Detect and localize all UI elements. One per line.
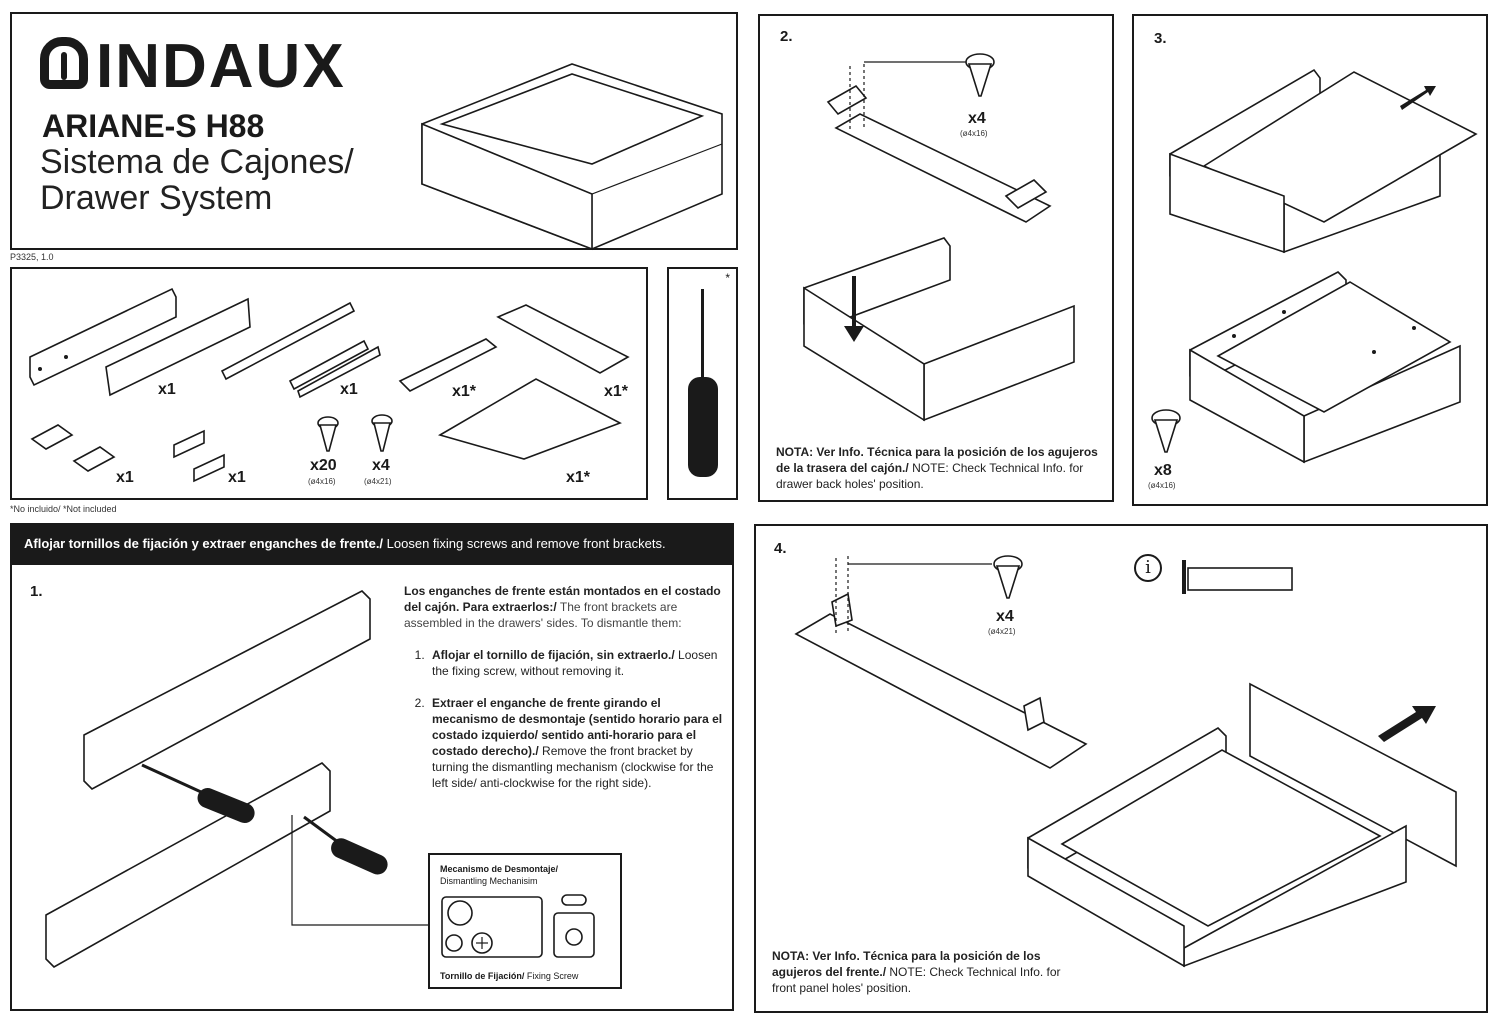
part-qty-cap: x1 bbox=[228, 469, 246, 486]
product-name: ARIANE-S H88 bbox=[42, 108, 265, 144]
step-1-list-item: Extraer el enganche de frente girando el… bbox=[428, 695, 724, 791]
indaux-logo-icon bbox=[40, 37, 88, 89]
step-3-screw-size: (ø4x16) bbox=[1148, 481, 1176, 490]
step-1-panel: 1. Los enganches de frente están montado… bbox=[10, 565, 734, 1011]
product-subtitle: Sistema de Cajones/ Drawer System bbox=[40, 144, 354, 216]
step-1-number: 1. bbox=[30, 583, 43, 600]
step-2-number: 2. bbox=[780, 28, 793, 45]
step-1-sides-illustration bbox=[45, 590, 432, 968]
mechanism-diagram bbox=[441, 894, 595, 958]
step-4-drawer-front-illustration bbox=[1027, 682, 1457, 968]
drawer-front-panel-illustration bbox=[496, 304, 630, 374]
part-qty-screw16: x20 bbox=[310, 457, 337, 474]
step-4-front-panel-illustration bbox=[794, 556, 1088, 769]
brand-name: INDAUX bbox=[96, 32, 346, 101]
parts-panel: x1 x1 x1* x1* x1 x1 x20 (ø4x16) x4 (ø4x2… bbox=[10, 267, 648, 500]
tool-panel: * bbox=[667, 267, 738, 500]
brand-logo: INDAUX bbox=[40, 36, 346, 98]
step-1-intro: Los enganches de frente están montados e… bbox=[404, 583, 724, 631]
step-2-drawer-assembly-illustration bbox=[803, 237, 1075, 422]
step-4-note: NOTA: Ver Info. Técnica para la posición… bbox=[772, 948, 1062, 996]
step-3-number: 3. bbox=[1154, 30, 1167, 47]
step-1-instructions: Los enganches de frente están montados e… bbox=[404, 583, 724, 807]
step-4-number: 4. bbox=[774, 540, 787, 557]
step-1-intro-regular: The front brackets are assembled in the … bbox=[404, 600, 682, 630]
cover-cap-illustration bbox=[173, 429, 225, 483]
step-3-screw-qty: x8 bbox=[1154, 462, 1172, 479]
mech-title: Mecanismo de Desmontaje/ Dismantling Mec… bbox=[440, 864, 559, 886]
part-qty-bracket: x1 bbox=[116, 469, 134, 486]
step-4-screw-qty: x4 bbox=[996, 608, 1014, 625]
step-1-list-item: Aflojar el tornillo de fijación, sin ext… bbox=[428, 647, 724, 679]
step-3-bottom-insert-illustration bbox=[1169, 68, 1478, 254]
step-4-screw-size: (ø4x21) bbox=[988, 627, 1016, 636]
screw-21-icon bbox=[371, 414, 393, 452]
front-bracket-illustration bbox=[30, 424, 116, 472]
info-icon: i bbox=[1134, 554, 1162, 582]
part-qty-back: x1* bbox=[452, 383, 477, 400]
step-3-drawer-screwed-illustration bbox=[1189, 271, 1461, 464]
drawer-illustration bbox=[421, 63, 723, 251]
drawer-bottom-panel-illustration bbox=[437, 378, 622, 460]
step-1-intro-bold: Los enganches de frente están montados e… bbox=[404, 584, 721, 614]
drawer-side-panel-illustration bbox=[29, 287, 251, 397]
banner-regular: Loosen fixing screws and remove front br… bbox=[383, 536, 666, 551]
mech-bottom-label: Tornillo de Fijación/ Fixing Screw bbox=[440, 971, 579, 981]
step-1-banner-text: Aflojar tornillos de fijación y extraer … bbox=[24, 536, 666, 551]
step-1-list: Aflojar el tornillo de fijación, sin ext… bbox=[404, 647, 724, 791]
document-code: P3325, 1.0 bbox=[10, 252, 54, 262]
part-qty-screw21: x4 bbox=[372, 457, 390, 474]
screwdriver-icon bbox=[688, 289, 718, 477]
step-3-panel: 3. x8 (ø4x16) bbox=[1132, 14, 1488, 506]
banner-bold: Aflojar tornillos de fijación y extraer … bbox=[24, 536, 384, 551]
step-4-panel: 4. x4 (ø4x21) i NOTA: Ver Info. Técnica … bbox=[754, 524, 1488, 1013]
part-qty-runner: x1 bbox=[340, 381, 358, 398]
part-size-screw21: (ø4x21) bbox=[364, 477, 392, 486]
dismantling-mechanism-box: Mecanismo de Desmontaje/ Dismantling Mec… bbox=[428, 853, 622, 989]
panel-thickness-icon bbox=[1182, 560, 1293, 594]
step-2-note-regular: NOTE: Check Technical Info. for drawer b… bbox=[776, 461, 1084, 491]
step-2-back-panel-illustration bbox=[826, 61, 1052, 223]
step-2-screw-qty: x4 bbox=[968, 110, 986, 127]
subtitle-es: Sistema de Cajones/ bbox=[40, 143, 354, 181]
part-qty-side: x1 bbox=[158, 381, 176, 398]
step-3-screw-icon bbox=[1151, 409, 1181, 453]
drawer-back-panel-illustration bbox=[398, 338, 498, 392]
part-size-screw16: (ø4x16) bbox=[308, 477, 336, 486]
step-1-banner: Aflojar tornillos de fijación y extraer … bbox=[10, 523, 734, 565]
step-2-note-bold: NOTA: Ver Info. Técnica para la posición… bbox=[776, 445, 1098, 475]
step-4-note-bold: NOTA: Ver Info. Técnica para la posición… bbox=[772, 949, 1041, 979]
part-qty-front: x1* bbox=[604, 383, 629, 400]
not-included-star: * bbox=[725, 271, 730, 285]
step-4-screw-icon bbox=[993, 555, 1023, 599]
not-included-note: *No incluido/ *Not included bbox=[10, 504, 117, 514]
step-2-panel: 2. x4 (ø4x16) NOTA: Ver Info. Técnica pa… bbox=[758, 14, 1114, 502]
step-2-screw-icon bbox=[965, 53, 995, 97]
subtitle-en: Drawer System bbox=[40, 179, 273, 217]
runner-illustration bbox=[220, 301, 381, 399]
step-4-note-regular: NOTE: Check Technical Info. for front pa… bbox=[772, 965, 1061, 995]
step-2-screw-size: (ø4x16) bbox=[960, 129, 988, 138]
part-qty-bottom: x1* bbox=[566, 469, 591, 486]
title-panel: INDAUX ARIANE-S H88 Sistema de Cajones/ … bbox=[10, 12, 738, 251]
screw-16-icon bbox=[317, 416, 339, 452]
step-2-note: NOTA: Ver Info. Técnica para la posición… bbox=[776, 444, 1106, 492]
